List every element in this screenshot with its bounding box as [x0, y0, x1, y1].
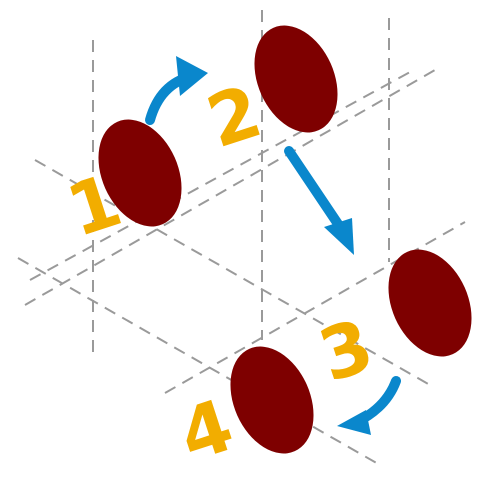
ellipse-dot-3	[388, 249, 472, 357]
ellipse-dot-1	[98, 119, 182, 227]
grid-line-diagonal-2	[29, 71, 411, 281]
step-label-3: 3	[309, 303, 383, 398]
curved-arrow-3-to-4-head	[337, 410, 371, 435]
straight-arrow-2-to-3	[284, 146, 343, 229]
curved-arrow-1-to-2-head	[176, 56, 208, 96]
arrows	[145, 56, 401, 435]
ellipses	[98, 25, 472, 454]
ellipse-dot-2	[254, 25, 338, 133]
ellipse-dot-4	[230, 346, 314, 454]
grid-line-diagonal-4	[34, 159, 431, 386]
step-labels: 1 2 3 4	[57, 69, 383, 478]
straight-arrow-2-to-3-head	[324, 218, 354, 255]
grid-line-diagonal-3	[17, 257, 381, 466]
